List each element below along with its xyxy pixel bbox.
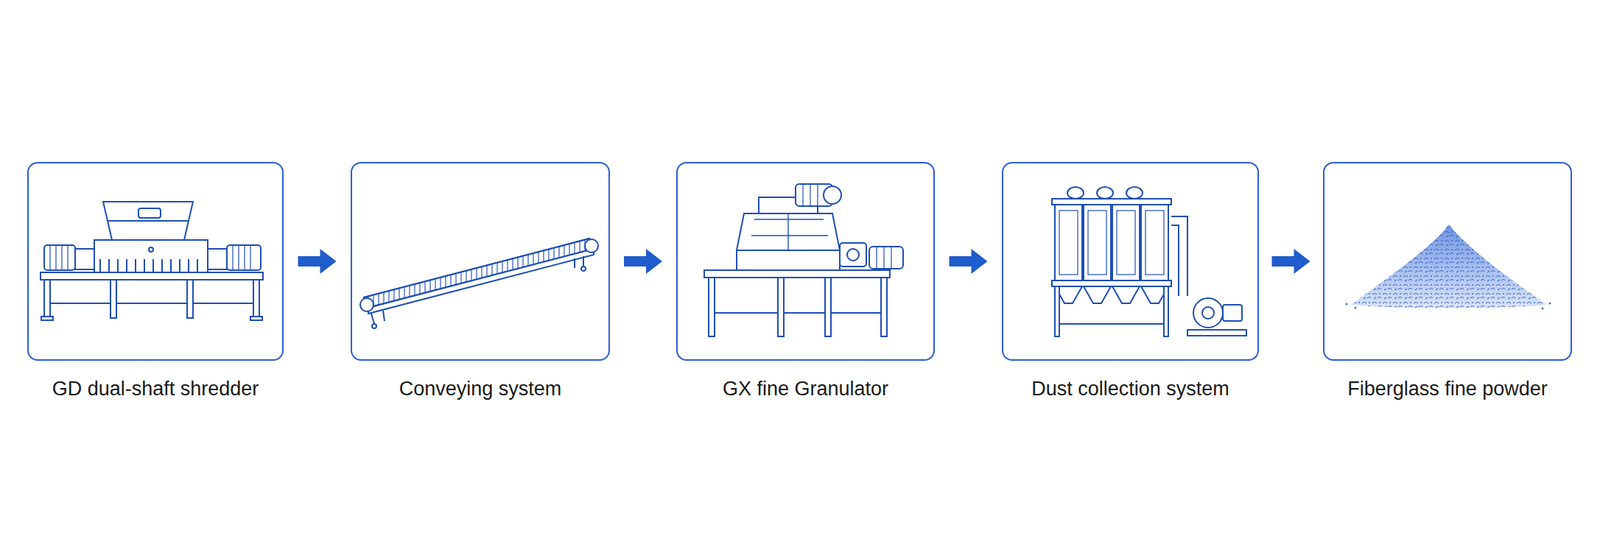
dust-collector-drawing-part — [1054, 286, 1060, 337]
node-label: Dust collection system — [1001, 377, 1259, 401]
granulator-drawing-part — [869, 246, 904, 269]
conveyor-drawing-part — [368, 248, 594, 314]
conveyor-drawing-part — [360, 298, 374, 312]
flow-arrow — [949, 248, 988, 275]
shredder-drawing — [40, 201, 263, 321]
dust-collector-drawing-part — [1112, 286, 1140, 304]
node-label: Fiberglass fine powder — [1323, 377, 1573, 401]
equipment-frame — [350, 162, 610, 361]
dust-collector-drawing-part — [1193, 298, 1223, 328]
equipment-frame — [27, 162, 284, 361]
dust-collector-drawing-part — [1051, 198, 1172, 205]
dust-collector-drawing-part — [1088, 210, 1107, 275]
dust-collector-drawing-part — [1145, 210, 1164, 275]
granulator-drawing-part — [714, 312, 882, 314]
shredder-drawing-part — [253, 279, 260, 319]
process-node: GD dual-shaft shredder — [27, 162, 284, 401]
granulator-drawing-part — [823, 186, 842, 205]
powder-pile-drawing-part — [1351, 224, 1547, 309]
granulator-drawing-part — [751, 213, 828, 251]
flow-arrow — [1272, 248, 1311, 275]
equipment-frame — [1001, 162, 1259, 361]
dust-collector-drawing-part — [1116, 210, 1136, 275]
shredder-drawing-part — [44, 279, 51, 319]
granulator-drawing-part — [825, 277, 831, 337]
shredder-drawing-part — [75, 248, 95, 270]
granulator-drawing-part — [777, 277, 784, 337]
node-label: Conveying system — [350, 377, 610, 401]
shredder-drawing-part — [226, 245, 261, 271]
flow-arrow — [298, 248, 337, 275]
powder-pile-drawing-part — [1354, 307, 1357, 310]
shredder-drawing-part — [94, 240, 208, 275]
dust-collector-drawing-part — [1096, 187, 1114, 199]
shredder-drawing-part — [50, 245, 68, 271]
dust-collector-drawing-part — [1067, 187, 1084, 199]
shredder-drawing-part — [44, 245, 76, 271]
granulator-drawing-part — [881, 277, 887, 337]
granulator-drawing-part — [876, 246, 892, 269]
conveyor-drawing — [360, 238, 599, 329]
powder-pile-drawing-part — [1549, 302, 1552, 305]
shredder-drawing-part — [103, 201, 194, 241]
process-node: Dust collection system — [1001, 162, 1259, 401]
shredder-drawing-part — [232, 245, 251, 271]
shredder-drawing-part — [187, 279, 194, 319]
dust-collector-drawing-part — [1051, 280, 1172, 287]
granulator-drawing-part — [708, 277, 715, 337]
dust-collector-drawing-part — [1083, 286, 1111, 304]
node-label: GD dual-shaft shredder — [27, 377, 284, 401]
dust-collector-drawing-part — [1054, 204, 1083, 281]
process-node: Conveying system — [350, 162, 610, 401]
granulator-drawing-part — [736, 250, 840, 271]
shredder-drawing-part — [207, 248, 227, 270]
conveyor-drawing-part — [372, 324, 377, 329]
equipment-frame — [676, 162, 935, 361]
conveyor-drawing-part — [581, 266, 586, 272]
equipment-frame — [1323, 162, 1573, 361]
granulator-drawing-part — [802, 184, 818, 207]
shredder-drawing-part — [40, 272, 263, 280]
dust-collector-drawing-part — [1059, 210, 1078, 275]
shredder-drawing-part — [110, 279, 117, 319]
powder-pile-drawing-part — [1541, 307, 1545, 311]
dust-collector-drawing-part — [1171, 216, 1188, 297]
node-label: GX fine Granulator — [676, 377, 935, 401]
powder-pile-drawing — [1345, 224, 1552, 311]
powder-pile-drawing-part — [1351, 224, 1547, 309]
dust-collector-drawing-part — [1059, 323, 1164, 325]
dust-collector-drawing-part — [1083, 204, 1111, 281]
shredder-drawing-part — [50, 302, 254, 305]
dust-collector-drawing-part — [1163, 286, 1169, 337]
conveyor-drawing-part — [363, 238, 594, 308]
process-node: Fiberglass fine powder — [1323, 162, 1573, 401]
granulator-drawing — [704, 184, 904, 337]
conveyor-drawing-part — [584, 239, 599, 253]
shredder-drawing-part — [107, 220, 189, 222]
shredder-drawing-part — [250, 316, 263, 321]
conveyor-drawing-part — [363, 238, 594, 308]
dust-collector-drawing-part — [1202, 307, 1214, 319]
conveyor-drawing-part — [371, 256, 584, 325]
dust-collector-drawing-part — [1222, 304, 1242, 322]
granulator-drawing-part — [839, 243, 867, 267]
shredder-drawing-part — [148, 247, 154, 252]
dust-collector-drawing-part — [1187, 330, 1247, 336]
dust-collector-drawing-part — [1126, 187, 1143, 199]
granulator-drawing-part — [847, 248, 859, 261]
powder-pile-drawing-part — [1345, 303, 1349, 306]
flow-arrow — [623, 248, 663, 275]
shredder-drawing-part — [41, 316, 54, 321]
granulator-drawing-part — [736, 213, 840, 251]
dust-collector-drawing-part — [1141, 204, 1169, 281]
granulator-drawing-part — [704, 270, 890, 278]
process-node: GX fine Granulator — [676, 162, 935, 401]
shredder-drawing-part — [138, 208, 161, 219]
dust-collector-drawing-part — [1112, 204, 1140, 281]
dust-collector-drawing — [1051, 187, 1247, 337]
